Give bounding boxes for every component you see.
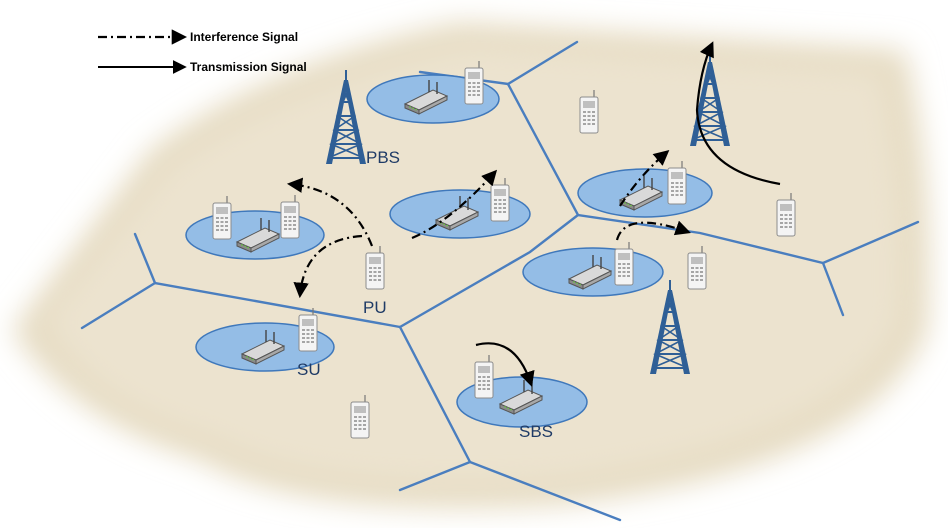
interference-arrow [619, 150, 670, 207]
sbs-label: SBS [519, 422, 553, 441]
cell-boundary [821, 261, 845, 317]
cell-boundaries [80, 40, 920, 522]
legend-interference-label: Interference Signal [190, 30, 298, 44]
interference-arrow [293, 234, 363, 299]
legend: Interference Signal Transmission Signal [98, 29, 307, 74]
interference-signals [286, 150, 691, 299]
pbs-label: PBS [366, 148, 400, 167]
cell-boundary [506, 82, 920, 265]
transmission-arrow [475, 342, 535, 387]
interference-arrow [411, 169, 498, 240]
pu-label: PU [363, 298, 387, 317]
interference-arrow [615, 220, 691, 241]
su-label: SU [297, 360, 321, 379]
transmission-signals [475, 41, 781, 387]
cell-boundary [80, 281, 157, 330]
cell-boundary [398, 213, 580, 329]
legend-transmission-label: Transmission Signal [190, 60, 307, 74]
transmission-arrow [695, 41, 781, 186]
cell-boundary [468, 460, 622, 522]
interference-arrow [286, 177, 374, 247]
